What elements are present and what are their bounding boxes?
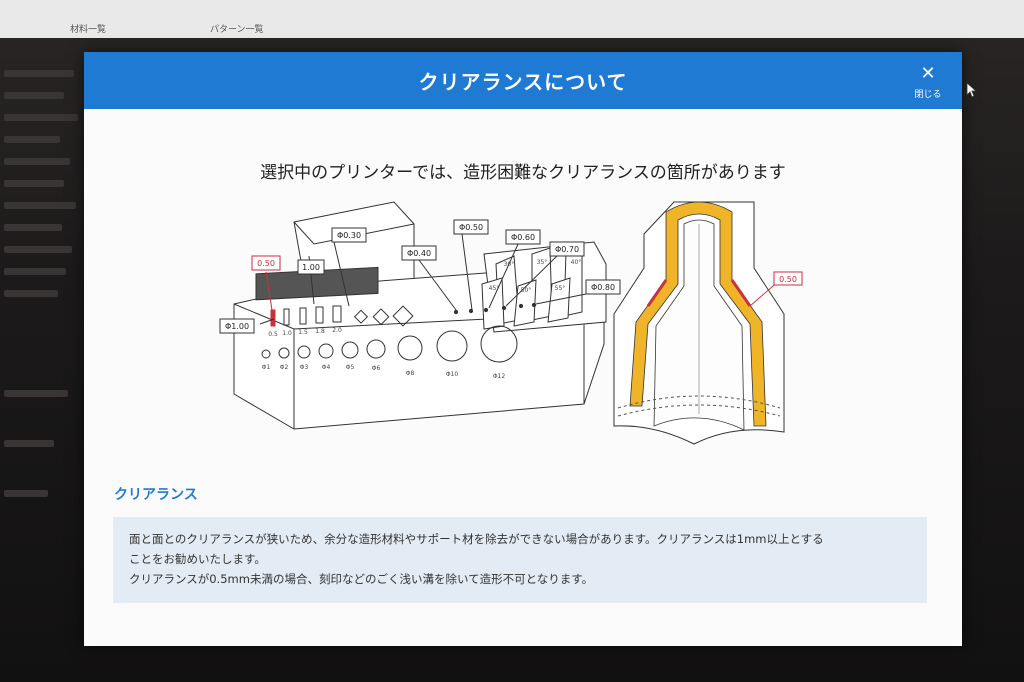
description-box: 面と面とのクリアランスが狭いため、余分な造形材料やサポート材を除去ができない場合… <box>113 517 927 603</box>
close-button[interactable]: ✕ 閉じる <box>908 65 948 105</box>
slot-tick: 1.5 <box>298 329 308 336</box>
modal-subtitle: 選択中のプリンターでは、造形困難なクリアランスの箇所があります <box>260 163 786 183</box>
test-block-drawing <box>233 201 607 430</box>
background-tab: パターン一覧 <box>210 25 264 35</box>
pin-angle: 30° <box>504 261 515 268</box>
close-icon[interactable]: ✕ <box>920 63 936 84</box>
modal-title: クリアランスについて <box>418 70 628 94</box>
background-sidebar <box>0 60 90 580</box>
tube-section-drawing: 0.50 <box>613 201 803 445</box>
slot-tick: 0.5 <box>268 331 278 338</box>
callout-tube: 0.50 <box>779 275 797 284</box>
pin-angle-labels: 30° 35° 40° 45° 50° 55° <box>489 259 582 294</box>
callout-block-2: Φ0.30 <box>337 231 361 240</box>
callout-block-4: Φ0.50 <box>459 223 483 232</box>
pin-angle: 35° <box>537 259 548 266</box>
callout-boxes: 0.50 1.00 Φ0.30 Φ0.40 Φ0.50 Φ0.60 Φ0.70 … <box>219 219 621 334</box>
slot-tick: 1.8 <box>315 328 325 335</box>
description-line-2: ことをお勧めいたします。 <box>129 552 266 566</box>
section-heading: クリアランス <box>114 487 198 503</box>
clearance-illustration: 0.50 1.00 Φ0.30 Φ0.40 Φ0.50 Φ0.60 Φ0.70 … <box>219 201 803 445</box>
close-label: 閉じる <box>914 90 942 100</box>
hole-tick: Φ6 <box>372 365 381 372</box>
modal-header: クリアランスについて ✕ 閉じる <box>84 52 978 109</box>
pin-angle: 40° <box>571 259 582 266</box>
slot-tick-labels: 0.5 1.0 1.5 1.8 2.0 <box>268 327 342 338</box>
callout-block-8: Φ1.00 <box>225 322 249 331</box>
hole-tick: Φ2 <box>280 364 289 371</box>
hole-tick: Φ8 <box>406 370 415 377</box>
description-line-3: クリアランスが0.5mm未満の場合、刻印などのごく浅い溝を除いて造形不可となりま… <box>129 572 594 586</box>
slot-tick: 1.0 <box>282 330 292 337</box>
hole-tick: Φ3 <box>300 364 309 371</box>
hole-tick: Φ12 <box>493 373 506 380</box>
clearance-modal: クリアランスについて ✕ 閉じる 選択中のプリンターでは、造形困難なクリアランス… <box>84 52 978 646</box>
hole-tick: Φ5 <box>346 364 355 371</box>
slot-tick: 2.0 <box>332 327 342 334</box>
hole-tick: Φ1 <box>262 364 271 371</box>
hole-tick-labels: Φ1 Φ2 Φ3 Φ4 Φ5 Φ6 Φ8 Φ10 Φ12 <box>262 364 506 380</box>
hole-tick: Φ10 <box>446 371 459 378</box>
callout-block-1: 1.00 <box>302 263 320 272</box>
description-line-1: 面と面とのクリアランスが狭いため、余分な造形材料やサポート材を除去ができない場合… <box>129 532 824 546</box>
background-tab: 材料一覧 <box>70 25 107 35</box>
pin-angle: 50° <box>521 287 532 294</box>
hole-tick: Φ4 <box>322 364 331 371</box>
callout-block-0: 0.50 <box>257 259 275 268</box>
mouse-cursor-icon <box>966 82 978 98</box>
pin-angle: 55° <box>555 285 566 292</box>
background-toolbar: 材料一覧 パターン一覧 <box>0 0 1024 38</box>
callout-block-6: Φ0.70 <box>555 245 579 254</box>
callout-block-5: Φ0.60 <box>511 233 535 242</box>
pin-angle: 45° <box>489 285 500 292</box>
callout-block-7: Φ0.80 <box>591 283 615 292</box>
callout-block-3: Φ0.40 <box>407 249 431 258</box>
